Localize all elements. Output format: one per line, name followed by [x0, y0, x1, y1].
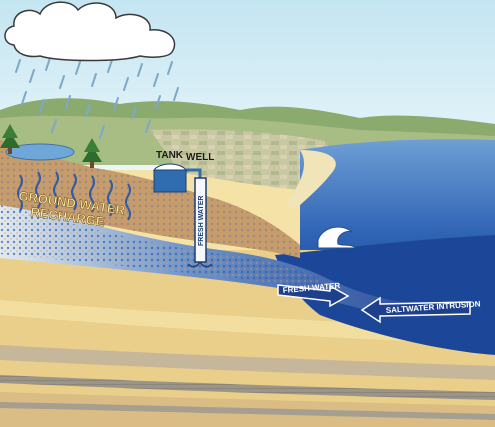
farm-fields — [150, 129, 330, 190]
tree-icon — [0, 124, 20, 154]
tank-label: TANK — [156, 150, 184, 161]
light-sand-layer — [0, 300, 495, 345]
saltwater-intrusion-arrow — [360, 296, 471, 324]
pond — [5, 143, 75, 161]
fresh-water-pipe-label: FRESH WATER — [198, 196, 205, 246]
tank-icon — [152, 163, 188, 193]
tree-icon — [82, 138, 102, 168]
clay-layer — [0, 345, 495, 380]
recharge-arrows — [17, 171, 131, 221]
gray-strata-band-1 — [0, 375, 495, 400]
saltwater-wedge — [275, 235, 495, 355]
wave-icon — [317, 226, 358, 249]
beach — [285, 150, 336, 210]
well-intake — [187, 261, 213, 268]
cloud-icon — [4, 1, 176, 62]
well-pipe-icon — [186, 168, 202, 178]
fresh-water-arrow — [277, 284, 350, 308]
aquifer-texture — [0, 205, 320, 292]
well-label: WELL — [186, 152, 214, 163]
gray-strata-band-2 — [0, 402, 495, 420]
rain — [15, 57, 179, 139]
